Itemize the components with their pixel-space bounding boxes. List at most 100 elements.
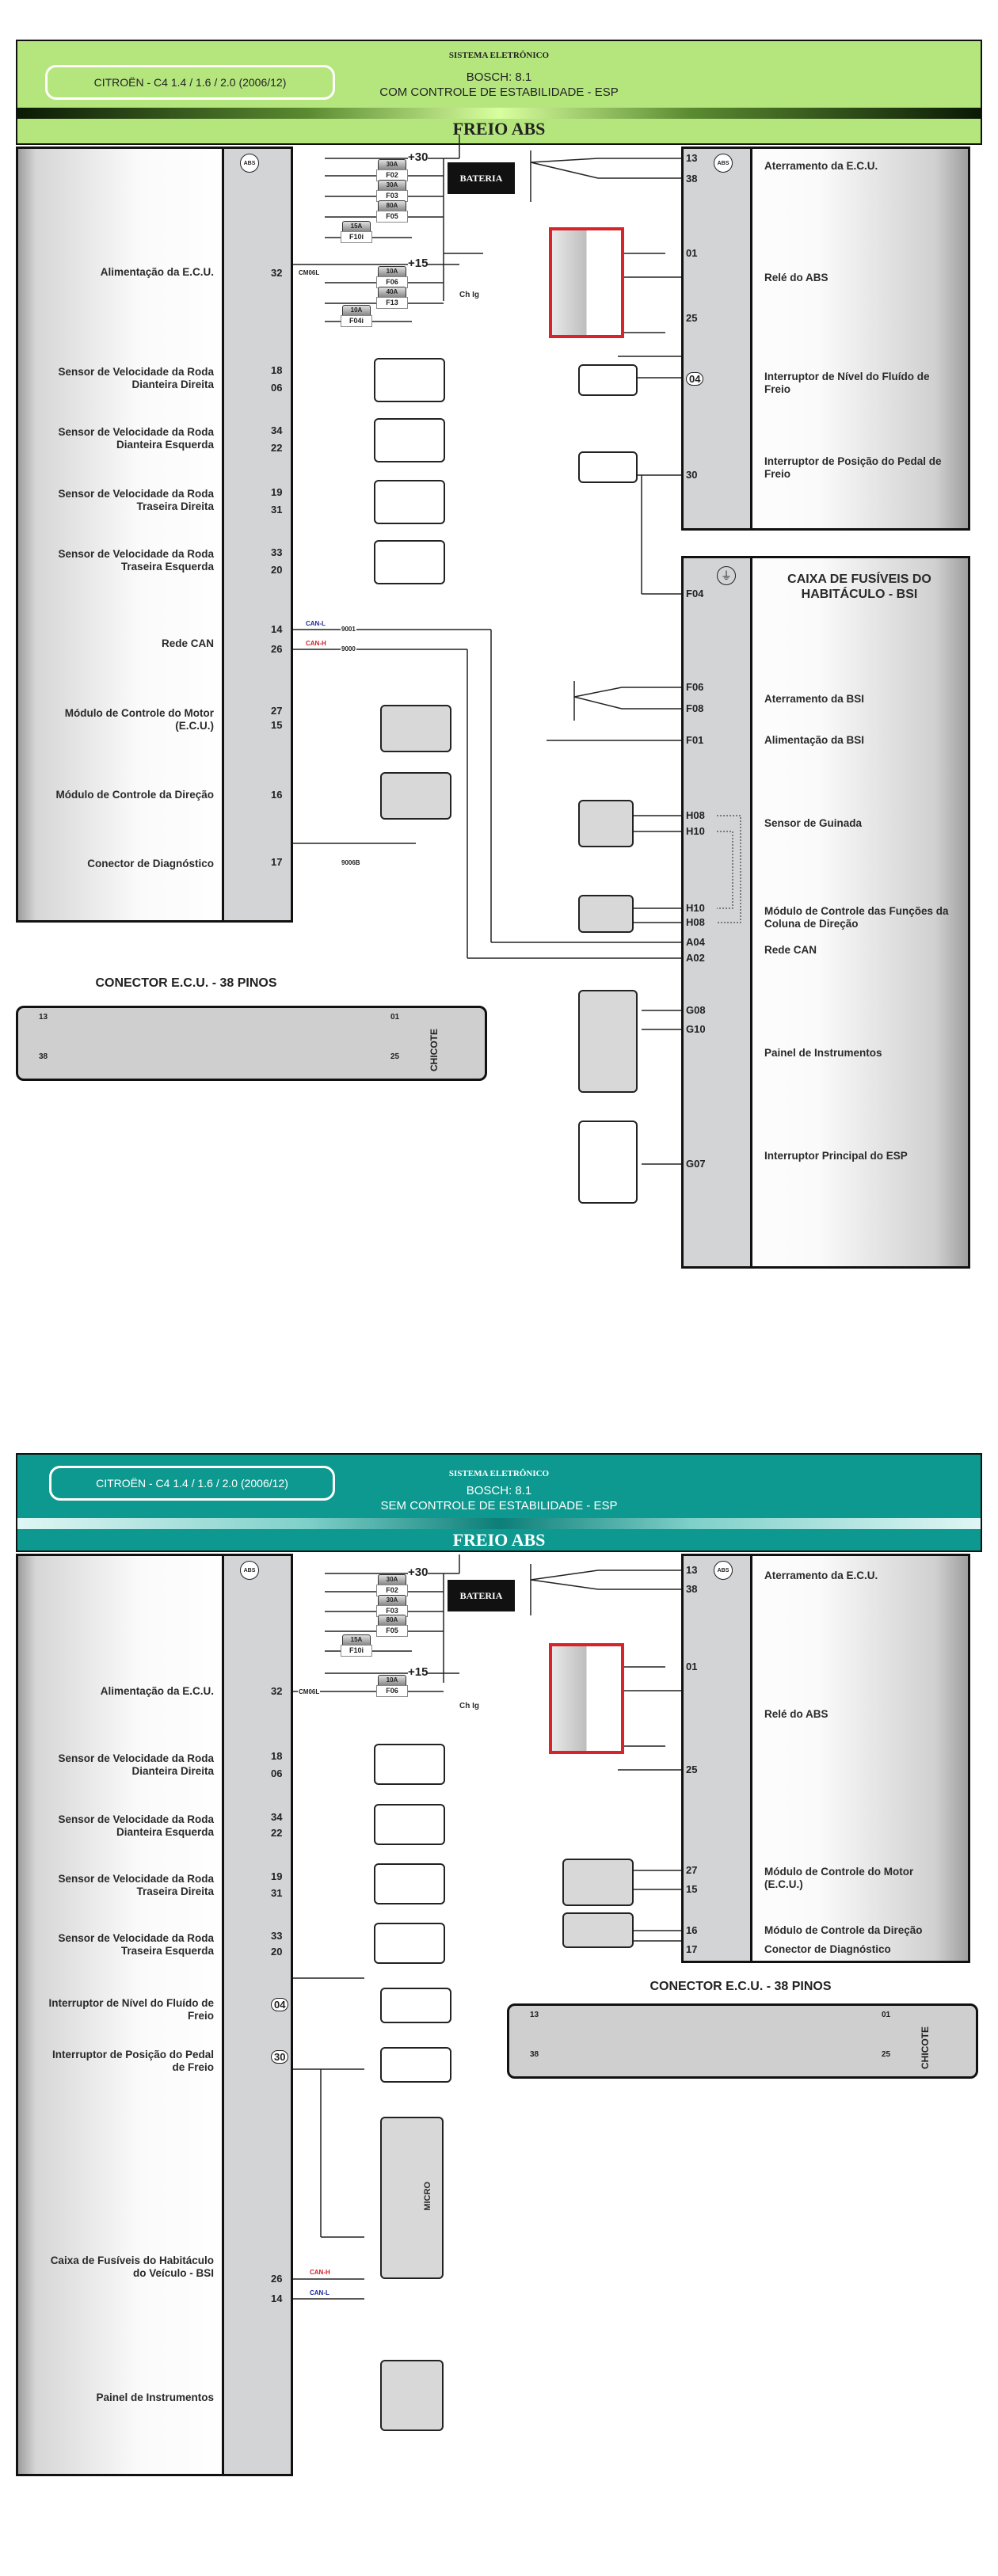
diagram-sem-esp: SISTEMA ELETRÔNICO CITROËN - C4 1.4 / 1.…: [16, 1453, 982, 2490]
pin-26: 26: [271, 643, 283, 655]
wheel-sensor-td: [374, 1863, 445, 1904]
pin-04: 04: [686, 372, 704, 386]
pin-19: 19: [271, 1870, 283, 1882]
label-bsi: Caixa de Fusíveis do Habitáculo do Veícu…: [50, 2254, 214, 2279]
page-title: FREIO ABS: [452, 119, 546, 139]
left-label-panel: [16, 146, 238, 923]
pin-g07: G07: [686, 1158, 706, 1170]
fuse-rating: 30A: [378, 159, 406, 170]
pin-18: 18: [271, 1750, 283, 1762]
pin-27: 27: [271, 705, 283, 717]
label-painel: Painel de Instrumentos: [764, 1047, 882, 1059]
ignition-switch-label: Ch Ig: [459, 1702, 479, 1710]
pin-h08-b: H08: [686, 916, 705, 928]
label-alimentacao-bsi: Alimentação da BSI: [764, 734, 865, 746]
bsi-block: MICRO: [380, 2117, 444, 2279]
pin-32: 32: [271, 267, 283, 279]
wheel-sensor-te: [374, 1923, 445, 1964]
model-badge: CITROËN - C4 1.4 / 1.6 / 2.0 (2006/12): [49, 1466, 335, 1501]
pin-31: 31: [271, 1887, 283, 1899]
brake-pedal-switch: [380, 2047, 451, 2083]
bsi-title: CAIXA DE FUSÍVEIS DO HABITÁCULO - BSI: [787, 573, 931, 601]
pin-a04: A04: [686, 936, 705, 948]
wheel-sensor-te: [374, 540, 445, 584]
pin-34: 34: [271, 1811, 283, 1823]
fuse-id: F10i: [341, 1645, 372, 1657]
conn-pin-01: 01: [390, 1013, 400, 1022]
fuse-rating: 15A: [342, 1634, 371, 1646]
fuse-rating: 80A: [378, 200, 406, 211]
pin-19: 19: [271, 486, 283, 498]
abs-icon: ABS: [240, 154, 259, 173]
pin-17: 17: [686, 1943, 698, 1955]
label-sensor-guinada: Sensor de Guinada: [764, 817, 863, 829]
battery: BATERIA: [448, 162, 515, 194]
label-nivel-fluido: Interruptor de Nível do Fluído de Freio: [764, 371, 930, 395]
wire-9001: 9001: [341, 626, 356, 633]
header: SISTEMA ELETRÔNICO CITROËN - C4 1.4 / 1.…: [16, 1453, 982, 1552]
pin-26: 26: [271, 2273, 283, 2285]
rail-plus15: +15: [408, 1665, 429, 1679]
harness-label: CHICOTE: [920, 2026, 931, 2069]
label-conector-diag: Conector de Diagnóstico: [87, 858, 214, 869]
model-badge: CITROËN - C4 1.4 / 1.6 / 2.0 (2006/12): [45, 65, 335, 100]
label-sensor-dd: Sensor de Velocidade da Roda Dianteira D…: [58, 366, 214, 390]
pin-f04: F04: [686, 588, 704, 599]
instrument-panel: [380, 2360, 444, 2431]
label-sensor-te: Sensor de Velocidade da Roda Traseira Es…: [58, 1932, 214, 1957]
fluid-level-switch: [578, 364, 638, 396]
ecu-connector: 13 38 01 25 CHICOTE: [16, 1006, 487, 1081]
connector-title: CONECTOR E.C.U. - 38 PINOS: [649, 1980, 832, 1993]
pin-13: 13: [686, 1564, 698, 1576]
label-modulo-motor: Módulo de Controle do Motor (E.C.U.): [764, 1866, 914, 1890]
wire-9000: 9000: [341, 645, 356, 653]
pin-22: 22: [271, 1827, 283, 1839]
pin-22: 22: [271, 442, 283, 454]
fuse-id: F10i: [341, 231, 372, 243]
wheel-sensor-td: [374, 480, 445, 524]
label-nivel-fluido: Interruptor de Nível do Fluído de Freio: [48, 1997, 214, 2022]
pin-32: 32: [271, 1685, 283, 1697]
pin-g08: G08: [686, 1004, 706, 1016]
pin-16: 16: [686, 1924, 698, 1936]
fuse-rating: 30A: [378, 180, 406, 191]
pin-13: 13: [686, 152, 698, 164]
fuse-rating: 30A: [378, 1574, 406, 1585]
label-aterramento-bsi: Aterramento da BSI: [764, 693, 865, 705]
label-posicao-pedal: Interruptor de Posição do Pedal de Freio: [51, 2049, 214, 2073]
label-alimentacao-ecu: Alimentação da E.C.U.: [100, 266, 214, 278]
variant: COM CONTROLE DE ESTABILIDADE - ESP: [379, 86, 619, 99]
pin-01: 01: [686, 1661, 698, 1672]
label-interruptor-esp: Interruptor Principal do ESP: [764, 1150, 908, 1162]
fuse-rating: 40A: [378, 287, 406, 298]
pin-a02: A02: [686, 952, 705, 964]
ecu-connector: 13 38 01 25 CHICOTE: [507, 2003, 978, 2079]
instrument-panel: [578, 990, 638, 1093]
header-band: [17, 108, 981, 119]
label-sensor-de: Sensor de Velocidade da Roda Dianteira E…: [58, 1813, 214, 1838]
wheel-sensor-dd: [374, 1744, 445, 1785]
abs-relay: [549, 1643, 624, 1754]
ecu-abs-right: ABS: [681, 1554, 752, 1963]
rail-plus30: +30: [408, 150, 429, 164]
label-modulo-direcao: Módulo de Controle da Direção: [55, 789, 214, 801]
battery: BATERIA: [448, 1580, 515, 1611]
left-label-panel: [16, 1554, 238, 2476]
micro-label: MICRO: [423, 2182, 432, 2211]
label-conector-diag: Conector de Diagnóstico: [764, 1943, 891, 1955]
rail-plus30: +30: [408, 1566, 429, 1579]
fuse-rating: 30A: [378, 1595, 406, 1606]
fuse-id: F05: [376, 211, 408, 223]
fuse-rating: 10A: [378, 1675, 406, 1686]
abs-icon: ABS: [714, 1561, 733, 1580]
pin-14: 14: [271, 2293, 283, 2304]
pin-38: 38: [686, 1583, 698, 1595]
label-modulo-direcao: Módulo de Controle da Direção: [764, 1924, 923, 1936]
abs-icon: ABS: [714, 154, 733, 173]
conn-pin-25: 25: [390, 1052, 400, 1061]
